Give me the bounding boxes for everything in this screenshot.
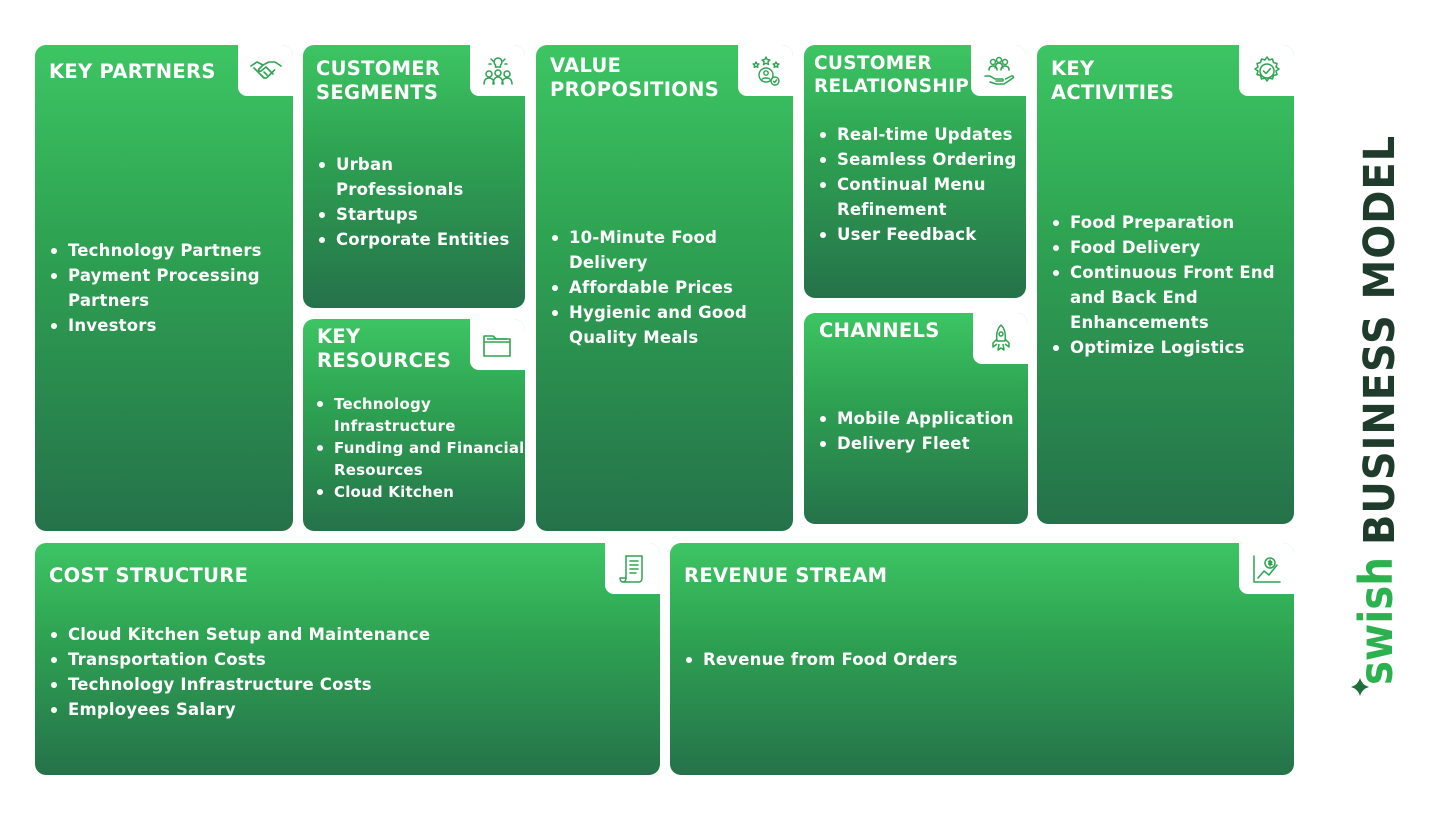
value-propositions-card: VALUE PROPOSITIONS 10-Minute Food Delive… bbox=[536, 45, 793, 531]
channels-list: Mobile Application Delivery Fleet bbox=[818, 406, 1028, 456]
value-propositions-title: VALUE PROPOSITIONS bbox=[550, 54, 720, 101]
handshake-icon bbox=[238, 45, 293, 96]
customer-relationship-title: CUSTOMER RELATIONSHIP bbox=[814, 53, 970, 97]
brand-logo: swish bbox=[1349, 557, 1403, 685]
customer-relationship-list: Real-time Updates Seamless Ordering Cont… bbox=[818, 122, 1026, 247]
list-item: Continuous Front End and Back End Enhanc… bbox=[1051, 260, 1276, 335]
list-item: Funding and Financial Resources bbox=[315, 437, 525, 481]
list-item: Hygienic and Good Quality Meals bbox=[550, 300, 750, 350]
list-item: Urban Professionals bbox=[317, 152, 467, 202]
list-item: Transportation Costs bbox=[49, 647, 609, 672]
list-item: Delivery Fleet bbox=[818, 431, 1028, 456]
key-partners-list: Technology Partners Payment Processing P… bbox=[49, 238, 287, 338]
gear-check-icon bbox=[1239, 45, 1294, 96]
sparkle-icon bbox=[1351, 678, 1369, 696]
channels-title: CHANNELS bbox=[819, 319, 940, 342]
key-resources-list: Technology Infrastructure Funding and Fi… bbox=[315, 393, 525, 503]
list-item: Mobile Application bbox=[818, 406, 1028, 431]
cost-structure-card: COST STRUCTURE Cloud Kitchen Setup and M… bbox=[35, 543, 660, 775]
list-item: 10-Minute Food Delivery bbox=[550, 225, 735, 275]
folder-icon bbox=[470, 319, 525, 370]
list-item: Optimize Logistics bbox=[1051, 335, 1291, 360]
customer-segments-card: CUSTOMER SEGMENTS Urban Professionals St… bbox=[303, 45, 525, 308]
receipt-icon bbox=[605, 543, 660, 594]
cost-structure-title: COST STRUCTURE bbox=[49, 564, 249, 587]
list-item: Payment Processing Partners bbox=[49, 263, 287, 313]
key-activities-title: KEY ACTIVITIES bbox=[1051, 57, 1175, 104]
list-item: Technology Infrastructure Costs bbox=[49, 672, 609, 697]
list-item: Corporate Entities bbox=[317, 227, 522, 252]
people-idea-icon bbox=[470, 45, 525, 96]
list-item: User Feedback bbox=[818, 222, 1026, 247]
key-resources-card: KEY RESOURCES Technology Infrastructure … bbox=[303, 319, 525, 531]
rocket-icon bbox=[973, 313, 1028, 364]
list-item: Seamless Ordering bbox=[818, 147, 1026, 172]
value-propositions-list: 10-Minute Food Delivery Affordable Price… bbox=[550, 225, 780, 350]
list-item: Technology Infrastructure bbox=[315, 393, 465, 437]
list-item: Technology Partners bbox=[49, 238, 287, 263]
customer-segments-title: CUSTOMER SEGMENTS bbox=[316, 57, 441, 104]
list-item: Food Preparation bbox=[1051, 210, 1291, 235]
list-item: Real-time Updates bbox=[818, 122, 1026, 147]
list-item: Startups bbox=[317, 202, 522, 227]
customer-segments-list: Urban Professionals Startups Corporate E… bbox=[317, 152, 522, 252]
star-rating-user-icon bbox=[738, 45, 793, 96]
revenue-stream-card: REVENUE STREAM Revenue from Food Orders bbox=[670, 543, 1294, 775]
key-resources-title: KEY RESOURCES bbox=[317, 325, 452, 372]
list-item: Cloud Kitchen Setup and Maintenance bbox=[49, 622, 609, 647]
channels-card: CHANNELS Mobile Application Delivery Fle… bbox=[804, 313, 1028, 524]
key-partners-title: KEY PARTNERS bbox=[49, 60, 216, 83]
customer-relationship-card: CUSTOMER RELATIONSHIP Real-time Updates … bbox=[804, 45, 1026, 298]
list-item: Investors bbox=[49, 313, 287, 338]
cost-structure-list: Cloud Kitchen Setup and Maintenance Tran… bbox=[49, 622, 609, 722]
brand-vertical: BUSINESS MODEL swish bbox=[1349, 135, 1405, 696]
list-item: Affordable Prices bbox=[550, 275, 780, 300]
list-item: Revenue from Food Orders bbox=[684, 647, 1244, 672]
hand-people-icon bbox=[971, 45, 1026, 96]
revenue-stream-list: Revenue from Food Orders bbox=[684, 647, 1244, 672]
key-partners-card: KEY PARTNERS Technology Partners Payment… bbox=[35, 45, 293, 531]
list-item: Employees Salary bbox=[49, 697, 609, 722]
list-item: Continual Menu Refinement bbox=[818, 172, 993, 222]
revenue-stream-title: REVENUE STREAM bbox=[684, 564, 888, 587]
key-activities-card: KEY ACTIVITIES Food Preparation Food Del… bbox=[1037, 45, 1294, 524]
key-activities-list: Food Preparation Food Delivery Continuou… bbox=[1051, 210, 1291, 360]
list-item: Cloud Kitchen bbox=[315, 481, 525, 503]
revenue-chart-icon bbox=[1239, 543, 1294, 594]
list-item: Food Delivery bbox=[1051, 235, 1291, 260]
page-title: BUSINESS MODEL bbox=[1355, 135, 1405, 545]
